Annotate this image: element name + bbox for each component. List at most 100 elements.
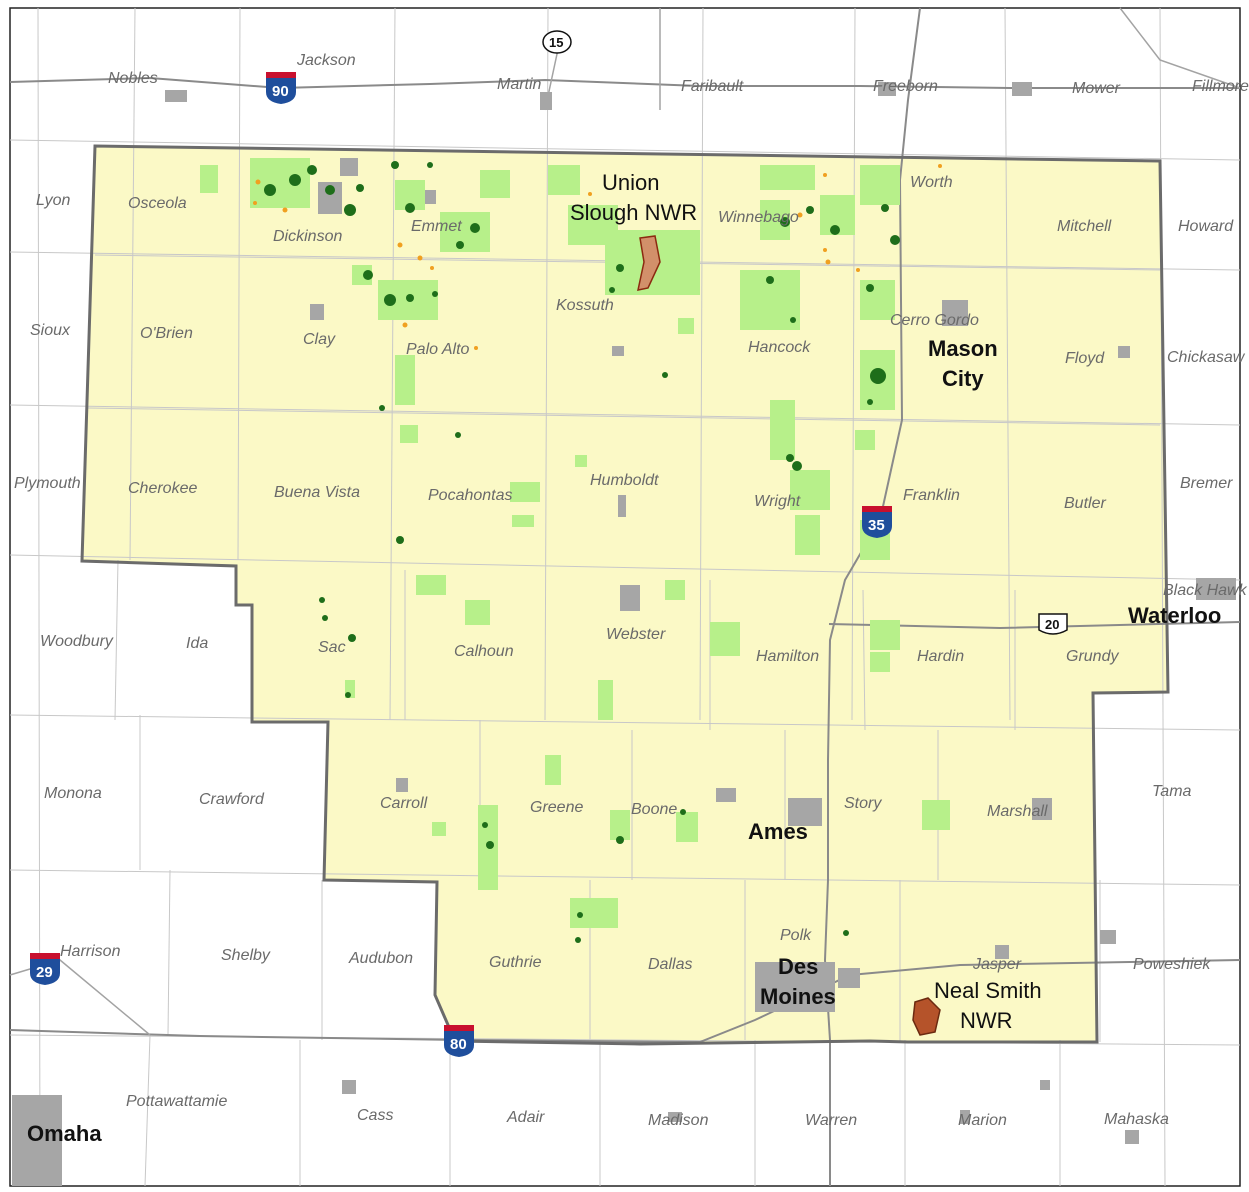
county-label: Lyon [36, 192, 71, 209]
city-label-des-moines-line1: Des [778, 954, 818, 979]
union-slough-refuge [637, 235, 661, 291]
county-label: Adair [506, 1109, 545, 1126]
neal-smith-refuge [912, 997, 941, 1036]
county-label: Madison [648, 1112, 709, 1129]
county-label: Osceola [128, 195, 187, 212]
county-labels: Nobles Jackson Martin Faribault Freeborn… [14, 52, 1249, 1129]
city-label-waterloo: Waterloo [1128, 603, 1221, 628]
us-highway-number: 15 [549, 35, 563, 50]
city-label-omaha: Omaha [27, 1121, 102, 1146]
county-label: Woodbury [40, 633, 114, 650]
county-label: Palo Alto [406, 341, 470, 358]
us-highway-shield-15: 15 [542, 30, 572, 54]
county-label: Hardin [917, 648, 964, 665]
county-label: Grundy [1066, 648, 1119, 665]
county-label: O'Brien [140, 325, 193, 342]
county-label: Buena Vista [274, 484, 360, 501]
interstate-number: 35 [868, 517, 885, 534]
county-label: Warren [805, 1112, 857, 1129]
county-label: Faribault [681, 78, 744, 95]
county-label: Crawford [199, 791, 265, 808]
county-label: Franklin [903, 487, 960, 504]
county-label: Cass [357, 1107, 393, 1124]
district-boundary [80, 144, 1170, 1046]
county-label: Pocahontas [428, 487, 513, 504]
county-label: Bremer [1180, 475, 1233, 492]
interstate-shield-90: 90 [266, 72, 296, 104]
county-label: Jackson [296, 52, 356, 69]
county-label: Story [844, 795, 882, 812]
county-label: Cherokee [128, 480, 197, 497]
county-label: Jasper [972, 956, 1022, 973]
county-label: Carroll [380, 795, 428, 812]
county-label: Wright [754, 493, 801, 510]
orange-points [253, 164, 942, 350]
county-label: Hancock [748, 339, 811, 356]
county-label: Pottawattamie [126, 1093, 227, 1110]
county-label: Cerro Gordo [890, 312, 979, 329]
county-label: Dickinson [273, 228, 342, 245]
interstate-shield-29: 29 [30, 953, 60, 985]
refuge-label-neal-smith-line1: Neal Smith [934, 978, 1042, 1003]
county-label: Monona [44, 785, 102, 802]
county-label: Mitchell [1057, 218, 1112, 235]
easement-areas [200, 158, 950, 928]
county-label: Martin [497, 76, 542, 93]
interstate-number: 80 [450, 1036, 467, 1053]
county-label: Guthrie [489, 954, 542, 971]
refuge-polygons [637, 235, 941, 1036]
county-label: Plymouth [14, 475, 81, 492]
county-label: Sac [318, 639, 346, 656]
county-label: Nobles [108, 70, 158, 87]
county-label: Howard [1178, 218, 1234, 235]
waterfowl-production-areas [264, 161, 900, 943]
county-label: Marion [958, 1112, 1007, 1129]
interstate-shield-35: 35 [862, 506, 892, 538]
county-label: Shelby [221, 947, 271, 964]
county-label: Worth [910, 174, 953, 191]
county-label: Calhoun [454, 643, 514, 660]
county-label: Polk [780, 927, 812, 944]
refuge-label-neal-smith-line2: NWR [960, 1008, 1013, 1033]
city-label-mason-city-line1: Mason [928, 336, 998, 361]
county-label: Mower [1072, 80, 1121, 97]
county-label: Chickasaw [1167, 349, 1246, 366]
county-label: Humboldt [590, 472, 659, 489]
city-label-ames: Ames [748, 819, 808, 844]
county-label: Kossuth [556, 297, 614, 314]
interstate-number: 90 [272, 83, 289, 100]
refuge-label-union-slough-line1: Union [602, 170, 659, 195]
county-label: Audubon [348, 950, 413, 967]
refuge-labels: Union Slough NWR Neal Smith NWR [570, 170, 1042, 1033]
city-label-mason-city-line2: City [942, 366, 984, 391]
county-label: Sioux [30, 322, 71, 339]
interstate-number: 29 [36, 964, 53, 981]
county-label: Fillmore [1192, 78, 1249, 95]
county-label: Poweshiek [1133, 956, 1211, 973]
county-label: Mahaska [1104, 1111, 1169, 1128]
county-label: Butler [1064, 495, 1106, 512]
us-highway-shield-20: 20 [1038, 613, 1068, 635]
county-label: Ida [186, 635, 208, 652]
interstate-shield-80: 80 [444, 1025, 474, 1057]
county-label: Emmet [411, 218, 462, 235]
county-label: Webster [606, 626, 666, 643]
county-label: Marshall [987, 803, 1048, 820]
urban-areas [12, 82, 1236, 1186]
county-label: Dallas [648, 956, 692, 973]
city-label-des-moines-line2: Moines [760, 984, 836, 1009]
county-label: Clay [303, 331, 336, 348]
city-labels: Mason City Waterloo Ames Des Moines Omah… [27, 336, 1221, 1146]
county-label: Boone [631, 801, 677, 818]
us-highway-number: 20 [1045, 617, 1059, 632]
county-boundaries [9, 7, 1241, 1187]
county-label: Greene [530, 799, 583, 816]
county-label: Black Hawk [1163, 582, 1248, 599]
county-label: Tama [1152, 783, 1192, 800]
county-label: Freeborn [873, 78, 938, 95]
county-label: Winnebago [718, 209, 799, 226]
county-label: Floyd [1065, 350, 1105, 367]
refuge-label-union-slough-line2: Slough NWR [570, 200, 697, 225]
county-label: Hamilton [756, 648, 819, 665]
